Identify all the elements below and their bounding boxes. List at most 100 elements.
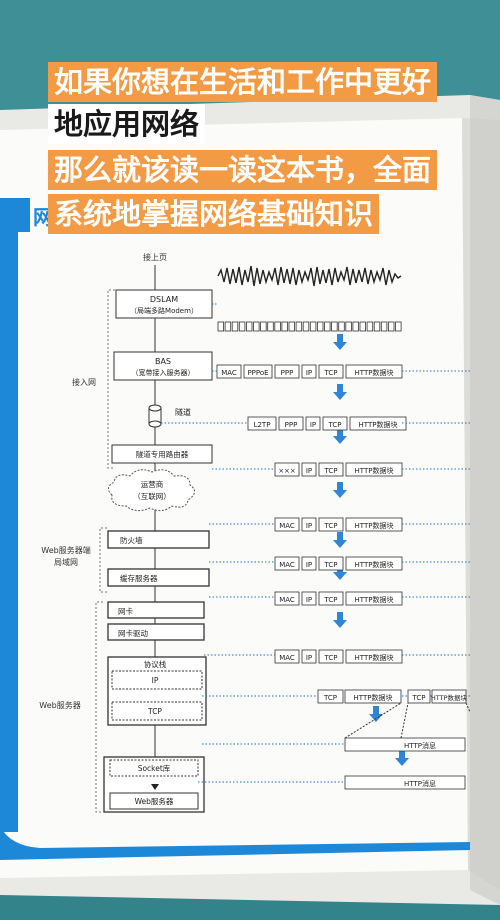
network-diagram: 接上页 接入网 DSLAM （局端多路Modem） BAS （宽带接入服务器） … [39, 252, 471, 813]
packet-field-box [301, 517, 317, 532]
atm-cell [352, 321, 359, 332]
protocol-stack-label: 协议栈 [144, 659, 167, 669]
atm-cell [238, 321, 246, 332]
tcp-split-guides [344, 702, 471, 739]
packet-field-label: HTTP数据块 [355, 560, 394, 569]
packet-field-label: TCP [328, 421, 342, 429]
firewall-box [107, 530, 210, 549]
flow-arrows [333, 334, 409, 766]
packet-field-box [318, 517, 344, 532]
packet-field-box [318, 364, 344, 379]
packet-field-box [318, 649, 344, 664]
down-arrow-icon [333, 428, 347, 444]
page-bottom-band [0, 826, 470, 860]
packet-field-box [322, 416, 348, 431]
caption-line-2: 地应用网络 [48, 104, 206, 144]
packet-field-label: TCP [324, 522, 338, 530]
packet-field-box [301, 591, 317, 606]
packet-field-label: HTTP数据块 [355, 521, 394, 530]
http-message-label-2: HTTP消息 [404, 779, 436, 788]
http-message-box-1 [344, 737, 466, 752]
down-arrow-icon [333, 564, 347, 580]
protocol-stack-box [107, 656, 207, 726]
down-arrow-icon [395, 750, 409, 766]
dslam-title: DSLAM [150, 295, 178, 304]
nic-driver-label: 网卡驱动 [118, 628, 148, 638]
tunnel-router-label: 隧道专用路由器 [136, 449, 189, 459]
down-arrow-icon [151, 784, 159, 790]
packet-field-box [301, 556, 317, 571]
packet-field-label: IP [306, 522, 312, 530]
packet-field-label: IP [306, 467, 312, 475]
access-network-bracket [107, 289, 115, 469]
socket-lib-label: Socket库 [138, 763, 171, 773]
packet-field-label: HTTP数据块 [355, 368, 394, 377]
page-curl-shadow [470, 95, 500, 905]
page-margin-band [0, 232, 18, 832]
packet-field-box [274, 364, 300, 379]
packet-field-label: PPP [285, 421, 298, 429]
packet-field-box [278, 416, 304, 431]
socket-lib-box [109, 759, 199, 777]
atm-cell [231, 321, 239, 332]
packet-field-label: TCP [324, 596, 338, 604]
packet-field-label: TCP [324, 369, 338, 377]
packet-rows: MAC PPPoE PPP IP TCP HTTP数据块 L2TP PPP IP TCP HTTP数… [216, 364, 407, 664]
isp-cloud-line1: 运营商 [141, 479, 164, 489]
web-server-bracket [95, 601, 103, 813]
atm-cell [387, 321, 395, 332]
packet-field-label: L2TP [254, 421, 271, 429]
isp-cloud-icon [108, 469, 195, 512]
atm-cell [366, 321, 374, 332]
tcp-layer-label: TCP [147, 707, 162, 716]
web-lan-label-1: Web服务器端 [41, 545, 90, 555]
dotted-links [161, 370, 470, 783]
packet-field-label: ××× [278, 467, 296, 475]
packet-field-box [318, 591, 344, 606]
atm-cell [253, 321, 260, 332]
isp-cloud-line2: （互联网） [133, 492, 171, 501]
tunnel-router-box [111, 444, 213, 464]
packet-field-label: MAC [279, 654, 295, 662]
packet-field-label: PPPoE [247, 369, 268, 377]
tunnel-label: 隧道 [175, 407, 191, 417]
packet-field-label: IP [306, 369, 312, 377]
atm-cell-row [217, 321, 402, 332]
atm-cell [274, 321, 281, 332]
web-server-label: Web服务器 [39, 700, 80, 710]
packet-field-label: MAC [279, 561, 295, 569]
tcp-split-right-data: HTTP数据块 [431, 693, 468, 702]
caption-line-3: 那么就该读一读这本书，全面 [48, 150, 438, 190]
packet-field-label: TCP [324, 561, 338, 569]
signal-waveform [217, 265, 402, 287]
down-arrow-icon [333, 612, 347, 628]
bas-box [113, 351, 213, 381]
nic-driver-box [107, 623, 205, 641]
atm-cell [395, 321, 402, 332]
web-server-app-box [109, 792, 199, 810]
web-lan-label-2: 局域网 [54, 557, 78, 567]
down-arrow-icon [333, 482, 347, 498]
packet-field-box [345, 591, 403, 606]
nic-box [107, 601, 205, 619]
packet-field-label: HTTP数据块 [355, 653, 394, 662]
packet-field-label: PPP [281, 369, 294, 377]
atm-cell [281, 321, 288, 332]
atm-cell [267, 321, 274, 332]
packet-field-label: IP [306, 654, 312, 662]
caption-line-1: 如果你想在生活和工作中更好 [48, 62, 438, 102]
continued-label: 接上页 [143, 252, 167, 262]
packet-field-label: HTTP数据块 [359, 420, 398, 429]
atm-cell [288, 321, 295, 332]
packet-field-box [305, 416, 321, 431]
bas-title: BAS [155, 357, 171, 366]
packet-field-box [274, 649, 300, 664]
packet-field-box [274, 517, 300, 532]
access-network-label: 接入网 [72, 377, 96, 387]
tcp-layer-box [111, 701, 203, 721]
dslam-subtitle: （局端多路Modem） [130, 306, 198, 315]
atm-cell [302, 321, 310, 332]
packet-field-box [345, 649, 403, 664]
atm-cell [345, 321, 352, 332]
packet-field-box [301, 364, 317, 379]
